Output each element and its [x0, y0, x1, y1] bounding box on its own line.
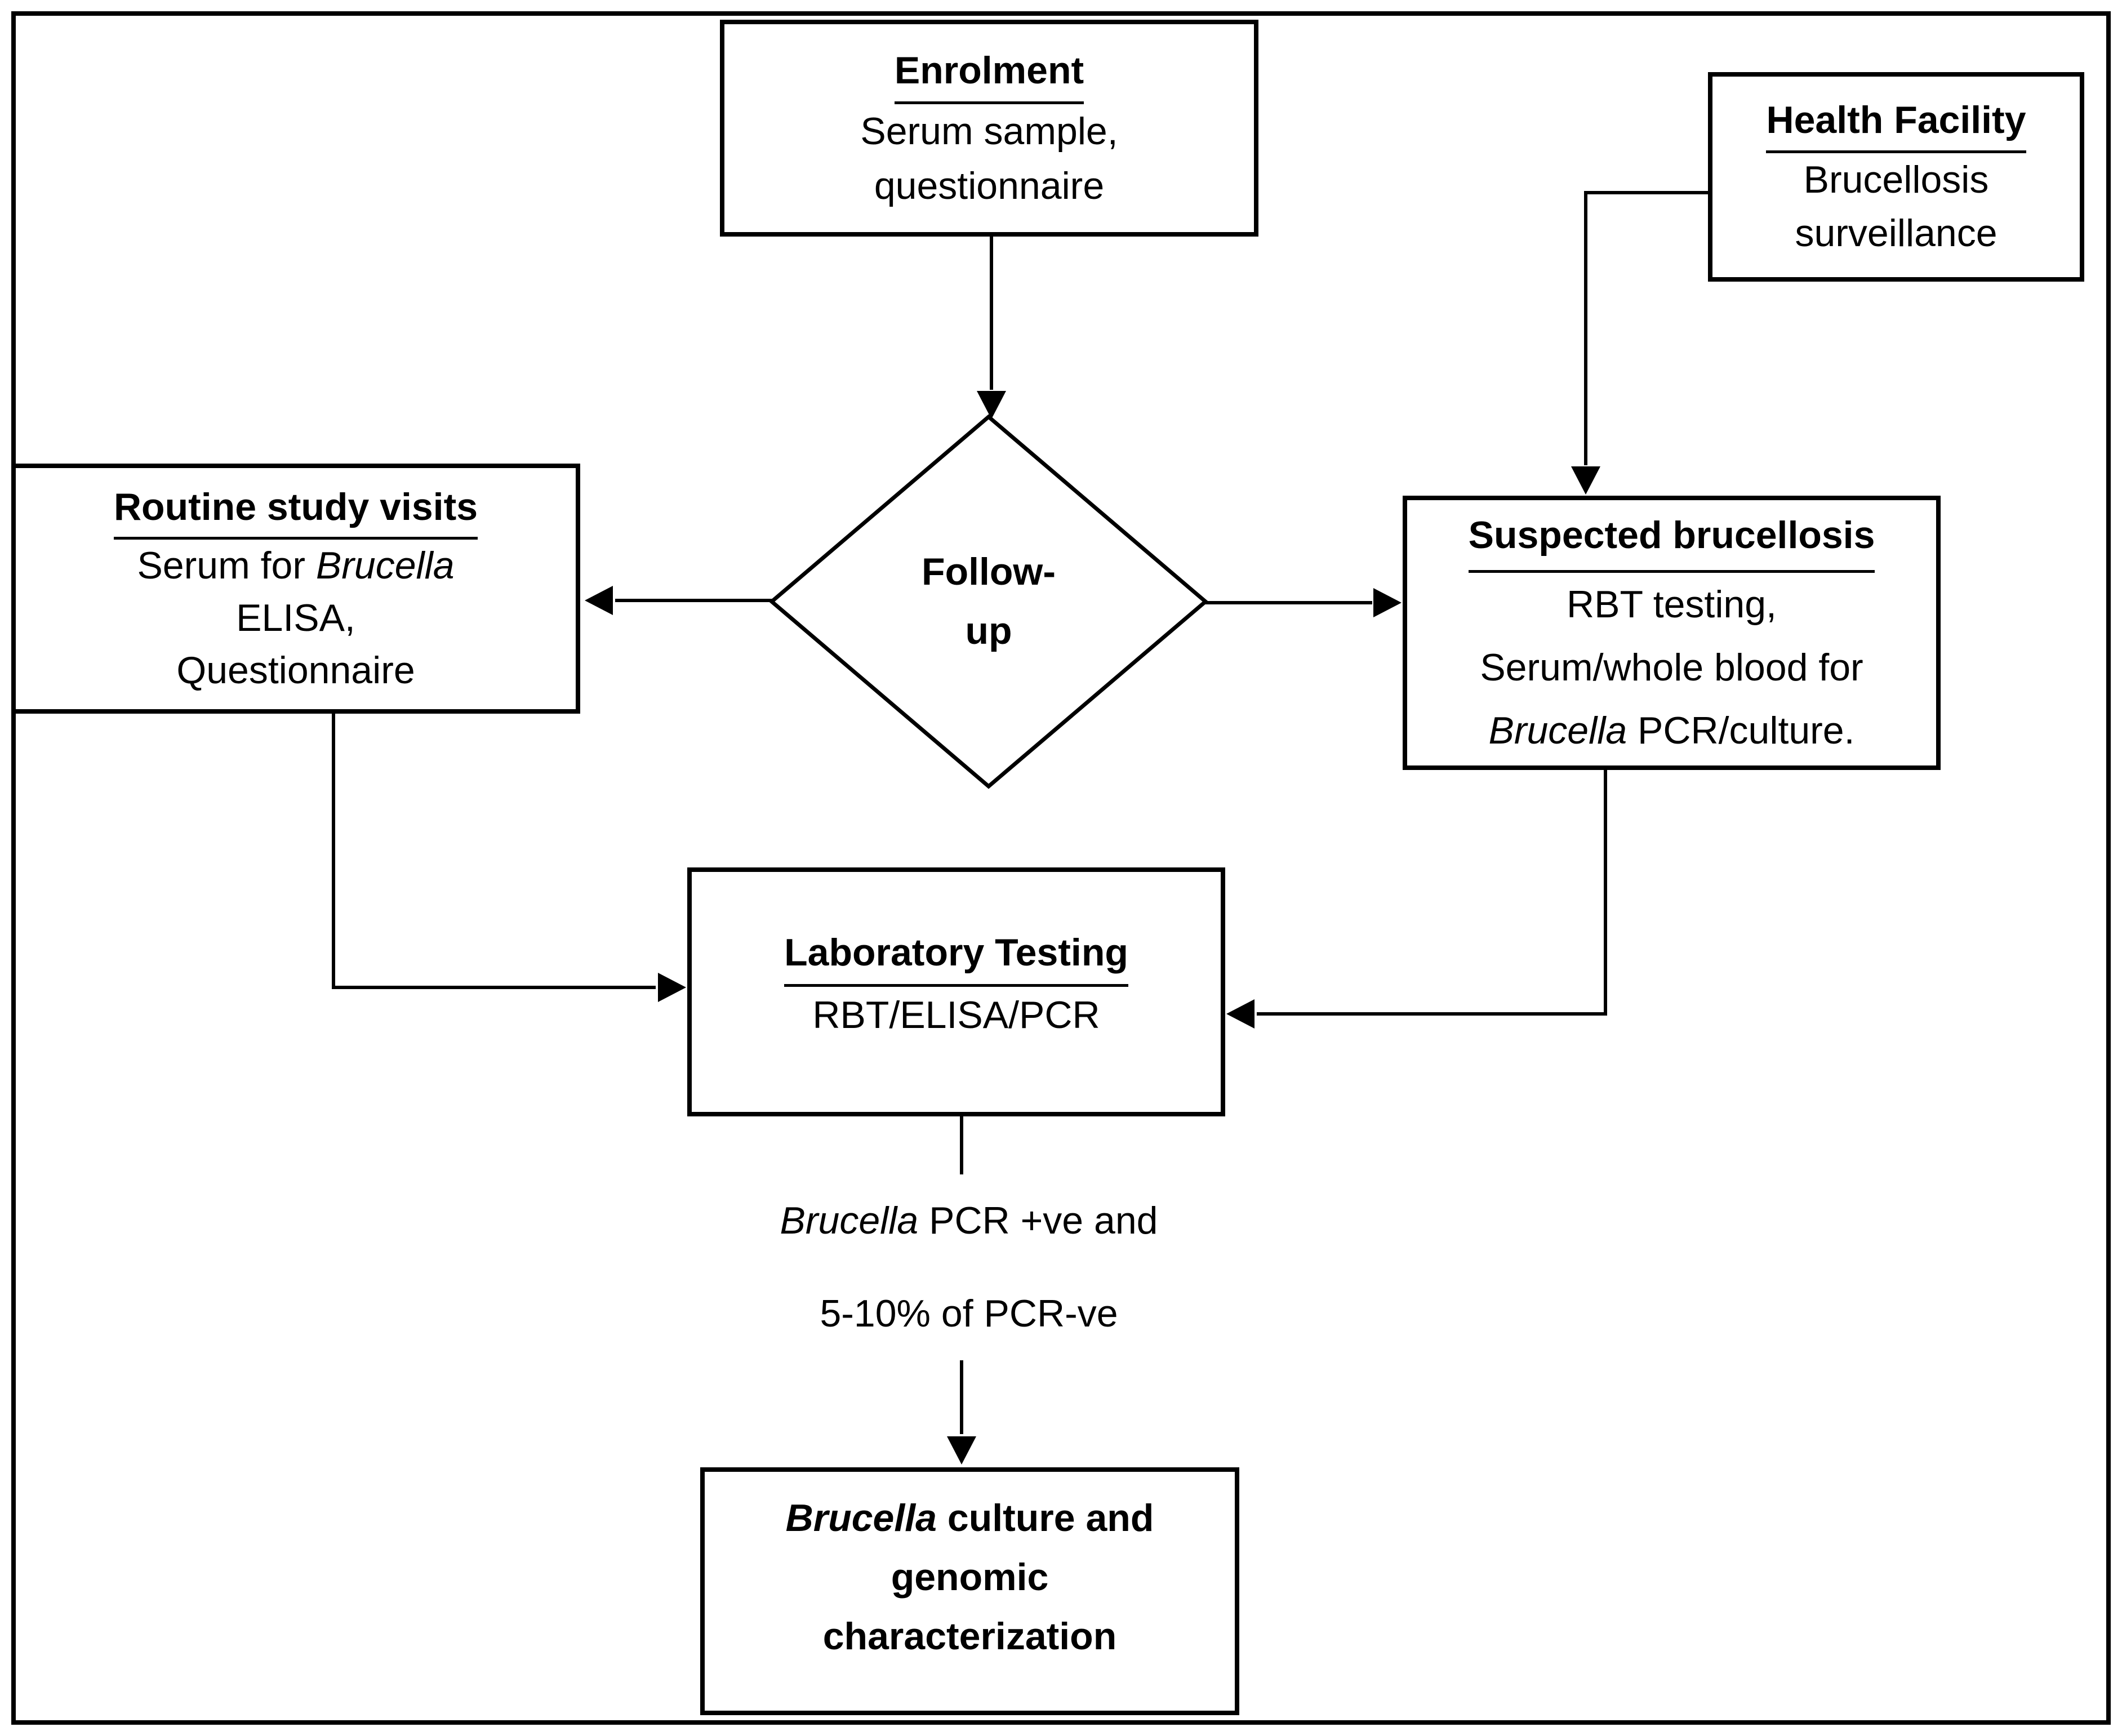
enrolment-line: Serum sample,	[860, 109, 1118, 153]
health-facility-line: surveillance	[1795, 212, 1998, 255]
health-facility-title: Health Facility	[1766, 94, 2026, 153]
followup-line: Follow-	[922, 550, 1056, 593]
pcr-selection-line: 5-10% of PCR-ve	[820, 1292, 1118, 1335]
arrow-followup-to-routine	[585, 586, 773, 615]
arrow-routine-to-laboratory	[332, 713, 686, 1002]
suspected-line: Brucella PCR/culture.	[1488, 709, 1855, 752]
routine-line: Questionnaire	[176, 648, 415, 692]
arrow-enrolment-to-followup	[977, 237, 1006, 419]
enrolment-box: Enrolment Serum sample, questionnaire	[720, 20, 1258, 237]
enrolment-title: Enrolment	[894, 43, 1084, 104]
suspected-title: Suspected brucellosis	[1468, 504, 1875, 573]
suspected-brucellosis-box: Suspected brucellosis RBT testing, Serum…	[1403, 496, 1941, 770]
routine-study-visits-box: Routine study visits Serum for Brucella …	[11, 464, 580, 714]
routine-line: ELISA,	[236, 596, 355, 639]
figure-border	[11, 11, 2111, 1725]
enrolment-line: questionnaire	[874, 164, 1105, 207]
culture-line: Brucella culture and	[785, 1496, 1154, 1539]
laboratory-testing-box: Laboratory Testing RBT/ELISA/PCR	[687, 867, 1225, 1116]
followup-line: up	[965, 609, 1012, 652]
laboratory-title: Laboratory Testing	[784, 924, 1128, 987]
suspected-line: RBT testing,	[1567, 583, 1777, 626]
health-facility-box: Health Facility Brucellosis surveillance	[1708, 72, 2084, 282]
culture-genomics-box: Brucella culture and genomic characteriz…	[700, 1467, 1239, 1715]
culture-line: characterization	[822, 1614, 1117, 1658]
routine-line: Serum for Brucella	[137, 544, 455, 587]
followup-label: Follow- up	[820, 540, 1158, 664]
pcr-selection-label: Brucella PCR +ve and 5-10% of PCR-ve	[738, 1174, 1200, 1360]
arrow-followup-to-suspected	[1204, 588, 1402, 617]
pcr-selection-line: Brucella PCR +ve and	[780, 1199, 1158, 1242]
arrow-health-to-suspected	[1571, 191, 1708, 495]
arrow-suspected-to-laboratory	[1226, 769, 1607, 1029]
routine-title: Routine study visits	[113, 481, 478, 540]
suspected-line: Serum/whole blood for	[1480, 646, 1863, 689]
laboratory-line: RBT/ELISA/PCR	[812, 993, 1100, 1036]
followup-diamond	[768, 414, 1209, 789]
culture-line: genomic	[891, 1555, 1049, 1599]
health-facility-line: Brucellosis	[1803, 158, 1989, 201]
